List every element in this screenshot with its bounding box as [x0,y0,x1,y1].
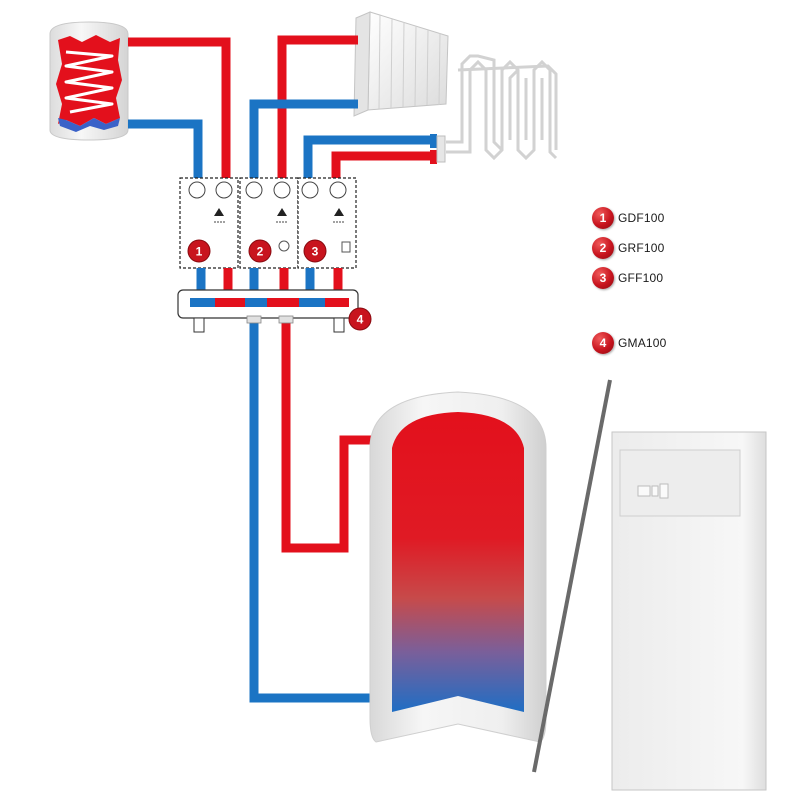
legend-item-grf100: 2 GRF100 [592,235,665,261]
legend-item-gff100: 3 GFF100 [592,265,663,291]
radiator-pipes [249,35,358,180]
cylinder-pipes [128,37,231,180]
legend-label: GDF100 [618,211,665,225]
legend-item-gdf100: 1 GDF100 [592,205,665,231]
tank-pipes [249,318,376,703]
underfloor-connectors [430,134,446,164]
legend-label: GFF100 [618,271,664,285]
storage-tank [369,391,547,743]
svg-text:3: 3 [312,245,319,259]
legend-badge: 1 [592,207,614,229]
underfloor-pipes [303,135,432,180]
manifold [177,289,359,333]
badge-manifold: 4 [348,307,372,331]
svg-text:4: 4 [357,313,364,327]
legend-badge: 4 [592,332,614,354]
legend-item-gma100: 4 GMA100 [592,330,667,356]
control-cabinet [611,431,767,791]
underfloor-heating-coil [446,54,558,161]
legend-badge: 2 [592,237,614,259]
legend-label: GMA100 [618,336,667,350]
svg-text:2: 2 [257,245,264,259]
legend-badge: 3 [592,267,614,289]
pipe-couplings [246,315,294,324]
badge-module-3: 3 [303,239,327,263]
badge-module-1: 1 [187,239,211,263]
badge-module-2: 2 [248,239,272,263]
hot-water-cylinder [49,21,129,141]
separator-line [532,379,612,773]
radiator [353,11,449,117]
svg-text:1: 1 [196,245,203,259]
legend-label: GRF100 [618,241,665,255]
